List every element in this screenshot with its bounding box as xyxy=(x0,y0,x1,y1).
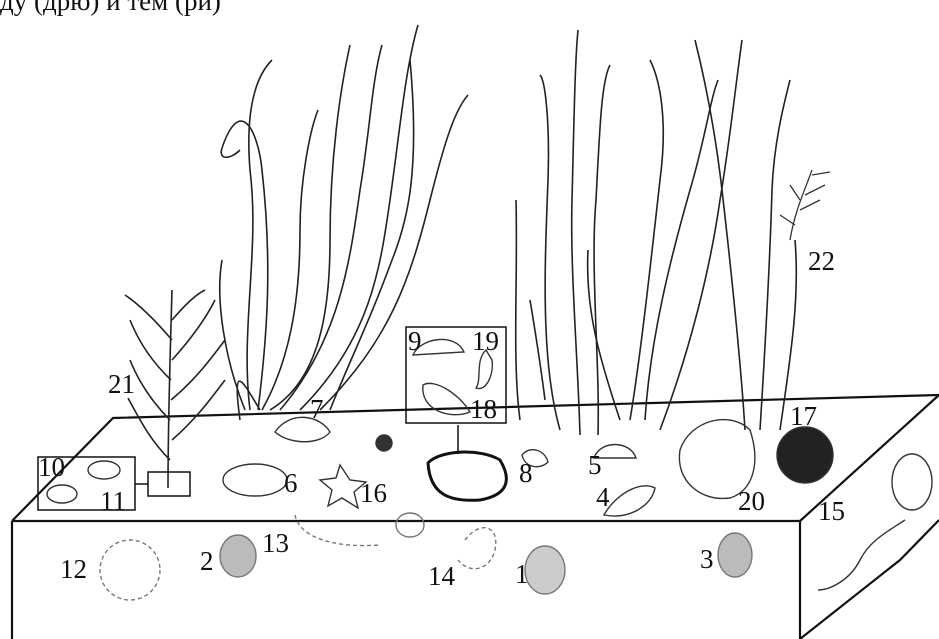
label-21: 21 xyxy=(108,369,135,399)
label-7: 7 xyxy=(310,394,324,424)
organism-10-shape xyxy=(47,485,77,503)
label-5: 5 xyxy=(588,450,602,480)
epiphyte-alga xyxy=(780,170,830,240)
seagrass-left-clump xyxy=(220,25,468,420)
organism-1-clam xyxy=(525,546,565,594)
organism-15-worm xyxy=(818,520,905,590)
label-6: 6 xyxy=(284,468,298,498)
label-2: 2 xyxy=(200,546,214,576)
label-16: 16 xyxy=(360,478,387,508)
organism-3-clam xyxy=(718,533,752,577)
label-22: 22 xyxy=(808,246,835,276)
label-18: 18 xyxy=(470,394,497,424)
kelp-holdfast-box xyxy=(148,472,190,496)
dark-snail xyxy=(376,435,392,451)
label-15: 15 xyxy=(818,496,845,526)
label-17: 17 xyxy=(790,401,817,431)
kelp-alga xyxy=(125,290,225,488)
label-10: 10 xyxy=(38,452,65,482)
label-1: 1 xyxy=(515,559,529,589)
right-side-shell xyxy=(892,454,932,510)
organism-14-worm xyxy=(458,528,496,569)
organism-4-mussel xyxy=(604,486,655,516)
buried-organisms xyxy=(100,513,752,600)
organism-6-clam xyxy=(223,464,287,496)
label-8: 8 xyxy=(519,458,533,488)
label-14: 14 xyxy=(428,561,456,591)
label-19: 19 xyxy=(472,326,499,356)
organism-13-worm xyxy=(295,515,380,546)
organism-17-urchin xyxy=(777,427,833,483)
label-12: 12 xyxy=(60,554,87,584)
label-11: 11 xyxy=(100,486,126,516)
label-3: 3 xyxy=(700,544,714,574)
label-9: 9 xyxy=(408,326,422,356)
sediment-clump-18 xyxy=(428,452,506,500)
organism-11-shape xyxy=(88,461,120,479)
label-4: 4 xyxy=(596,482,610,512)
label-20: 20 xyxy=(738,486,765,516)
organism-12-worm xyxy=(100,540,160,600)
organism-2-clam xyxy=(220,535,256,577)
seagrass-right-clump xyxy=(516,30,797,435)
label-13: 13 xyxy=(262,528,289,558)
small-buried-shell xyxy=(396,513,424,537)
